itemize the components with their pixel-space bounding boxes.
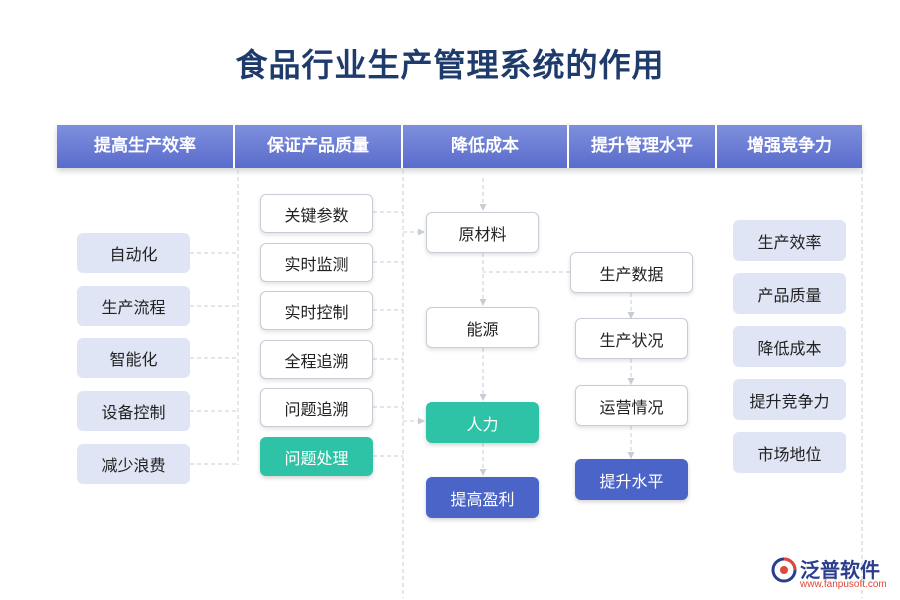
col5-market-position: 市场地位: [733, 432, 846, 473]
header-management: 提升管理水平: [569, 125, 717, 168]
col1-intelligent: 智能化: [77, 338, 190, 378]
col2-problem-trace: 问题追溯: [260, 388, 373, 427]
page-title: 食品行业生产管理系统的作用: [235, 46, 665, 84]
header-bar: 提高生产效率 保证产品质量 降低成本 提升管理水平 增强竞争力: [57, 125, 862, 168]
col1-reduce-waste: 减少浪费: [77, 444, 190, 484]
col3-raw-materials: 原材料: [426, 212, 539, 253]
col3-increase-profit: 提高盈利: [426, 477, 539, 518]
col5-competitiveness: 提升竞争力: [733, 379, 846, 420]
col1-production-flow: 生产流程: [77, 286, 190, 326]
col2-key-params: 关键参数: [260, 194, 373, 233]
col2-realtime-monitor: 实时监测: [260, 243, 373, 282]
col4-production-data: 生产数据: [570, 252, 693, 293]
col5-product-quality: 产品质量: [733, 273, 846, 314]
col4-improve-level: 提升水平: [575, 459, 688, 500]
col2-problem-handling: 问题处理: [260, 437, 373, 476]
col3-labor: 人力: [426, 402, 539, 443]
col1-equipment-control: 设备控制: [77, 391, 190, 431]
header-cost: 降低成本: [403, 125, 569, 168]
col2-full-trace: 全程追溯: [260, 340, 373, 379]
header-quality: 保证产品质量: [235, 125, 403, 168]
col3-energy: 能源: [426, 307, 539, 348]
brand-logo: 泛普软件 www.fanpusoft.com: [770, 552, 895, 596]
col2-realtime-control: 实时控制: [260, 291, 373, 330]
header-competitiveness: 增强竞争力: [717, 125, 862, 168]
col1-automation: 自动化: [77, 233, 190, 273]
brand-logo-name: 泛普软件: [800, 558, 880, 582]
brand-logo-icon: [771, 557, 797, 583]
brand-logo-url: www.fanpusoft.com: [800, 579, 887, 590]
col4-operations: 运营情况: [575, 385, 688, 426]
col5-production-efficiency: 生产效率: [733, 220, 846, 261]
col5-reduce-cost: 降低成本: [733, 326, 846, 367]
header-efficiency: 提高生产效率: [57, 125, 235, 168]
col4-production-status: 生产状况: [575, 318, 688, 359]
